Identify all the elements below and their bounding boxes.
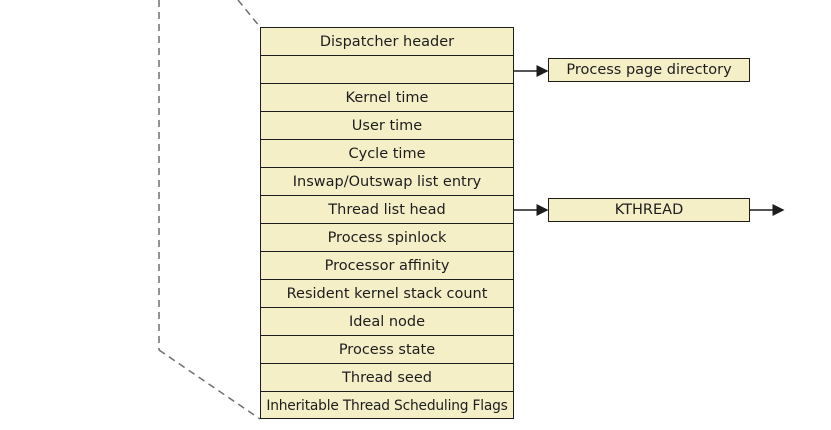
field-resident-kernel-stack-count: Resident kernel stack count — [261, 280, 513, 308]
field-kernel-time: Kernel time — [261, 84, 513, 112]
field-dispatcher-header: Dispatcher header — [261, 28, 513, 56]
field-thread-seed: Thread seed — [261, 364, 513, 392]
process-page-directory-label: Process page directory — [566, 62, 732, 78]
field-cycle-time: Cycle time — [261, 140, 513, 168]
field-inswap-outswap-list-entry: Inswap/Outswap list entry — [261, 168, 513, 196]
field-inheritable-thread-scheduling-flags: Inheritable Thread Scheduling Flags — [266, 398, 508, 414]
kthread-label: KTHREAD — [614, 202, 684, 218]
kprocess-structure: Dispatcher header Kernel time User time … — [260, 27, 514, 419]
process-page-directory-box: Process page directory — [548, 58, 750, 82]
field-processor-affinity: Processor affinity — [261, 252, 513, 280]
field-user-time: User time — [261, 112, 513, 140]
dashed-bottom-diagonal — [158, 349, 261, 420]
dashed-top-diagonal — [237, 0, 261, 28]
field-process-state: Process state — [261, 336, 513, 364]
field-page-directory-pointer — [261, 56, 513, 84]
field-thread-list-head: Thread list head — [261, 196, 513, 224]
kthread-box: KTHREAD — [548, 198, 750, 222]
field-ideal-node: Ideal node — [261, 308, 513, 336]
field-process-spinlock: Process spinlock — [261, 224, 513, 252]
